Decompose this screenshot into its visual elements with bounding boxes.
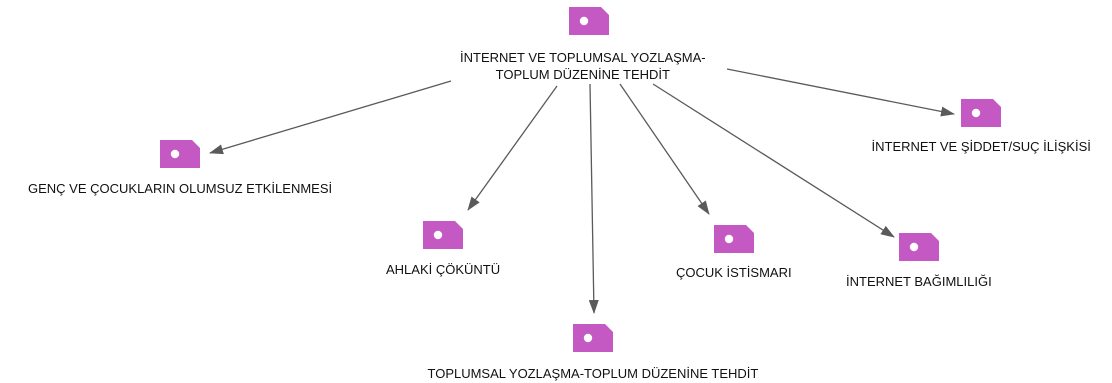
tag-icon[interactable] [961,99,1001,127]
tag-icon-body [961,99,1001,127]
node-label-n4[interactable]: ÇOCUK İSTİSMARI [676,264,792,281]
edge-arrow-root-to-n5 [652,83,895,238]
node-label-line: İNTERNET VE TOPLUMSAL YOZLAŞMA- [460,50,706,65]
tag-icon-hole [579,16,589,26]
tag-icon[interactable] [569,7,609,35]
edge-arrow-root-to-n4 [619,83,710,215]
node-label-n2[interactable]: GENÇ VE ÇOCUKLARIN OLUMSUZ ETKİLENMESİ [28,180,332,197]
tag-icon[interactable] [573,324,613,352]
node-label-n5[interactable]: İNTERNET BAĞIMLILIĞI [846,273,992,290]
node-label-line: GENÇ VE ÇOCUKLARIN OLUMSUZ ETKİLENMESİ [28,181,333,196]
tag-icon[interactable] [423,221,463,249]
node-label-root[interactable]: İNTERNET VE TOPLUMSAL YOZLAŞMA- TOPLUM DÜ… [460,49,706,83]
tag-icon-hole [971,108,981,118]
tag-icon-body [423,221,463,249]
tag-icon-body [160,140,200,168]
node-label-line: TOPLUM DÜZENİNE TEHDİT [495,67,670,82]
node-label-n1[interactable]: İNTERNET VE ŞİDDET/SUÇ İLİŞKİSİ [872,138,1091,155]
edge-arrow-root-to-n6 [588,83,599,314]
edge-arrow-root-to-n2 [209,80,452,155]
tag-icon-body [569,7,609,35]
node-label-line: İNTERNET VE ŞİDDET/SUÇ İLİŞKİSİ [871,139,1091,154]
node-label-n6[interactable]: TOPLUMSAL YOZLAŞMA-TOPLUM DÜZENİNE TEHDİ… [428,365,759,382]
tag-icon-hole [170,149,180,159]
node-label-n3[interactable]: AHLAKİ ÇÖKÜNTÜ [386,261,500,278]
tag-icon-body [714,225,754,253]
node-label-line: TOPLUMSAL YOZLAŞMA-TOPLUM DÜZENİNE TEHDİ… [427,366,759,381]
tag-icon-body [573,324,613,352]
tag-icon-hole [724,234,734,244]
edge-arrow-root-to-n1 [726,68,955,117]
tag-icon[interactable] [714,225,754,253]
tag-icon[interactable] [899,233,939,261]
icons-layer [160,7,1001,352]
edges-layer [209,68,955,314]
edge-arrow-root-to-n3 [467,85,558,211]
tag-icon-hole [583,333,593,343]
node-label-line: AHLAKİ ÇÖKÜNTÜ [386,262,501,277]
tag-icon-hole [909,242,919,252]
tag-icon-body [899,233,939,261]
tag-icon[interactable] [160,140,200,168]
node-label-line: ÇOCUK İSTİSMARI [676,265,792,280]
tag-icon-hole [433,230,443,240]
node-label-line: İNTERNET BAĞIMLILIĞI [846,274,992,289]
